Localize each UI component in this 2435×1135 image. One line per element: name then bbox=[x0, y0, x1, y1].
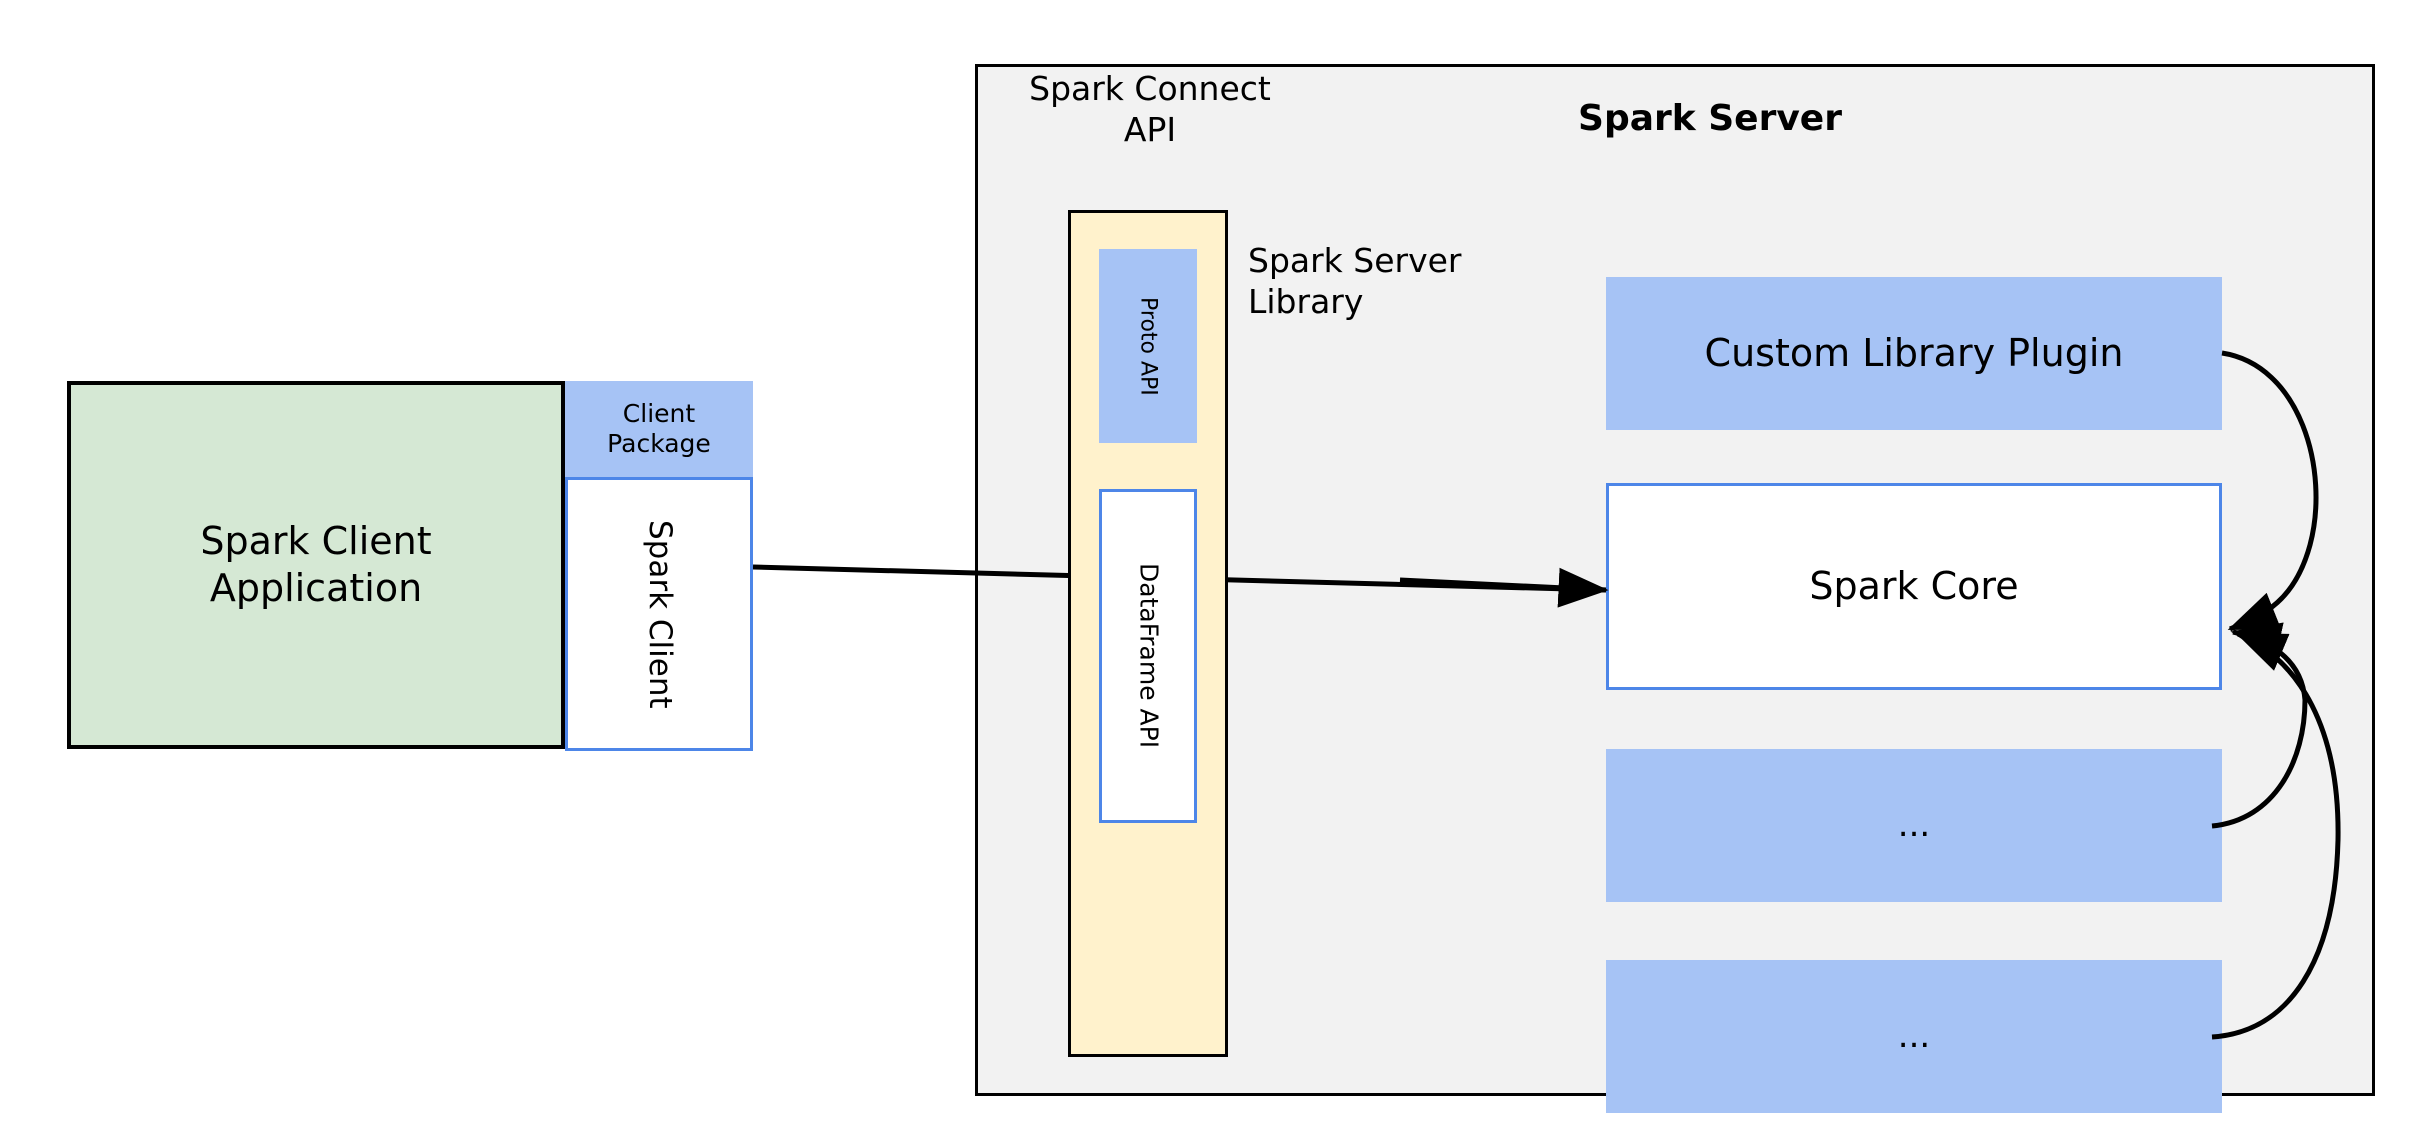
custom-library-plugin-box[interactable]: Custom Library Plugin bbox=[1606, 277, 2222, 430]
client-package-label: Client Package bbox=[607, 399, 711, 458]
ellipsis-box-1[interactable]: ... bbox=[1606, 749, 2222, 902]
spark-server-title: Spark Server bbox=[1578, 98, 1842, 139]
client-package-box[interactable]: Client Package bbox=[565, 381, 753, 477]
spark-client-label: Spark Client bbox=[641, 519, 678, 709]
dataframe-api-box[interactable]: DataFrame API bbox=[1099, 489, 1197, 823]
custom-library-plugin-label: Custom Library Plugin bbox=[1704, 330, 2124, 375]
spark-client-box[interactable]: Spark Client bbox=[565, 477, 753, 751]
ellipsis-box-1-label: ... bbox=[1897, 804, 1931, 845]
spark-server-library-label: Spark Server Library bbox=[1248, 241, 1462, 322]
spark-core-box[interactable]: Spark Core bbox=[1606, 483, 2222, 690]
dataframe-api-label: DataFrame API bbox=[1134, 563, 1164, 749]
spark-client-application-box[interactable]: Spark Client Application bbox=[67, 381, 565, 749]
ellipsis-box-2[interactable]: ... bbox=[1606, 960, 2222, 1113]
spark-core-label: Spark Core bbox=[1809, 563, 2019, 608]
proto-api-box[interactable]: Proto API bbox=[1099, 249, 1197, 443]
ellipsis-box-2-label: ... bbox=[1897, 1015, 1931, 1056]
spark-connect-api-label: Spark Connect API bbox=[1029, 69, 1271, 150]
spark-client-application-label: Spark Client Application bbox=[200, 518, 432, 611]
proto-api-label: Proto API bbox=[1135, 296, 1161, 396]
